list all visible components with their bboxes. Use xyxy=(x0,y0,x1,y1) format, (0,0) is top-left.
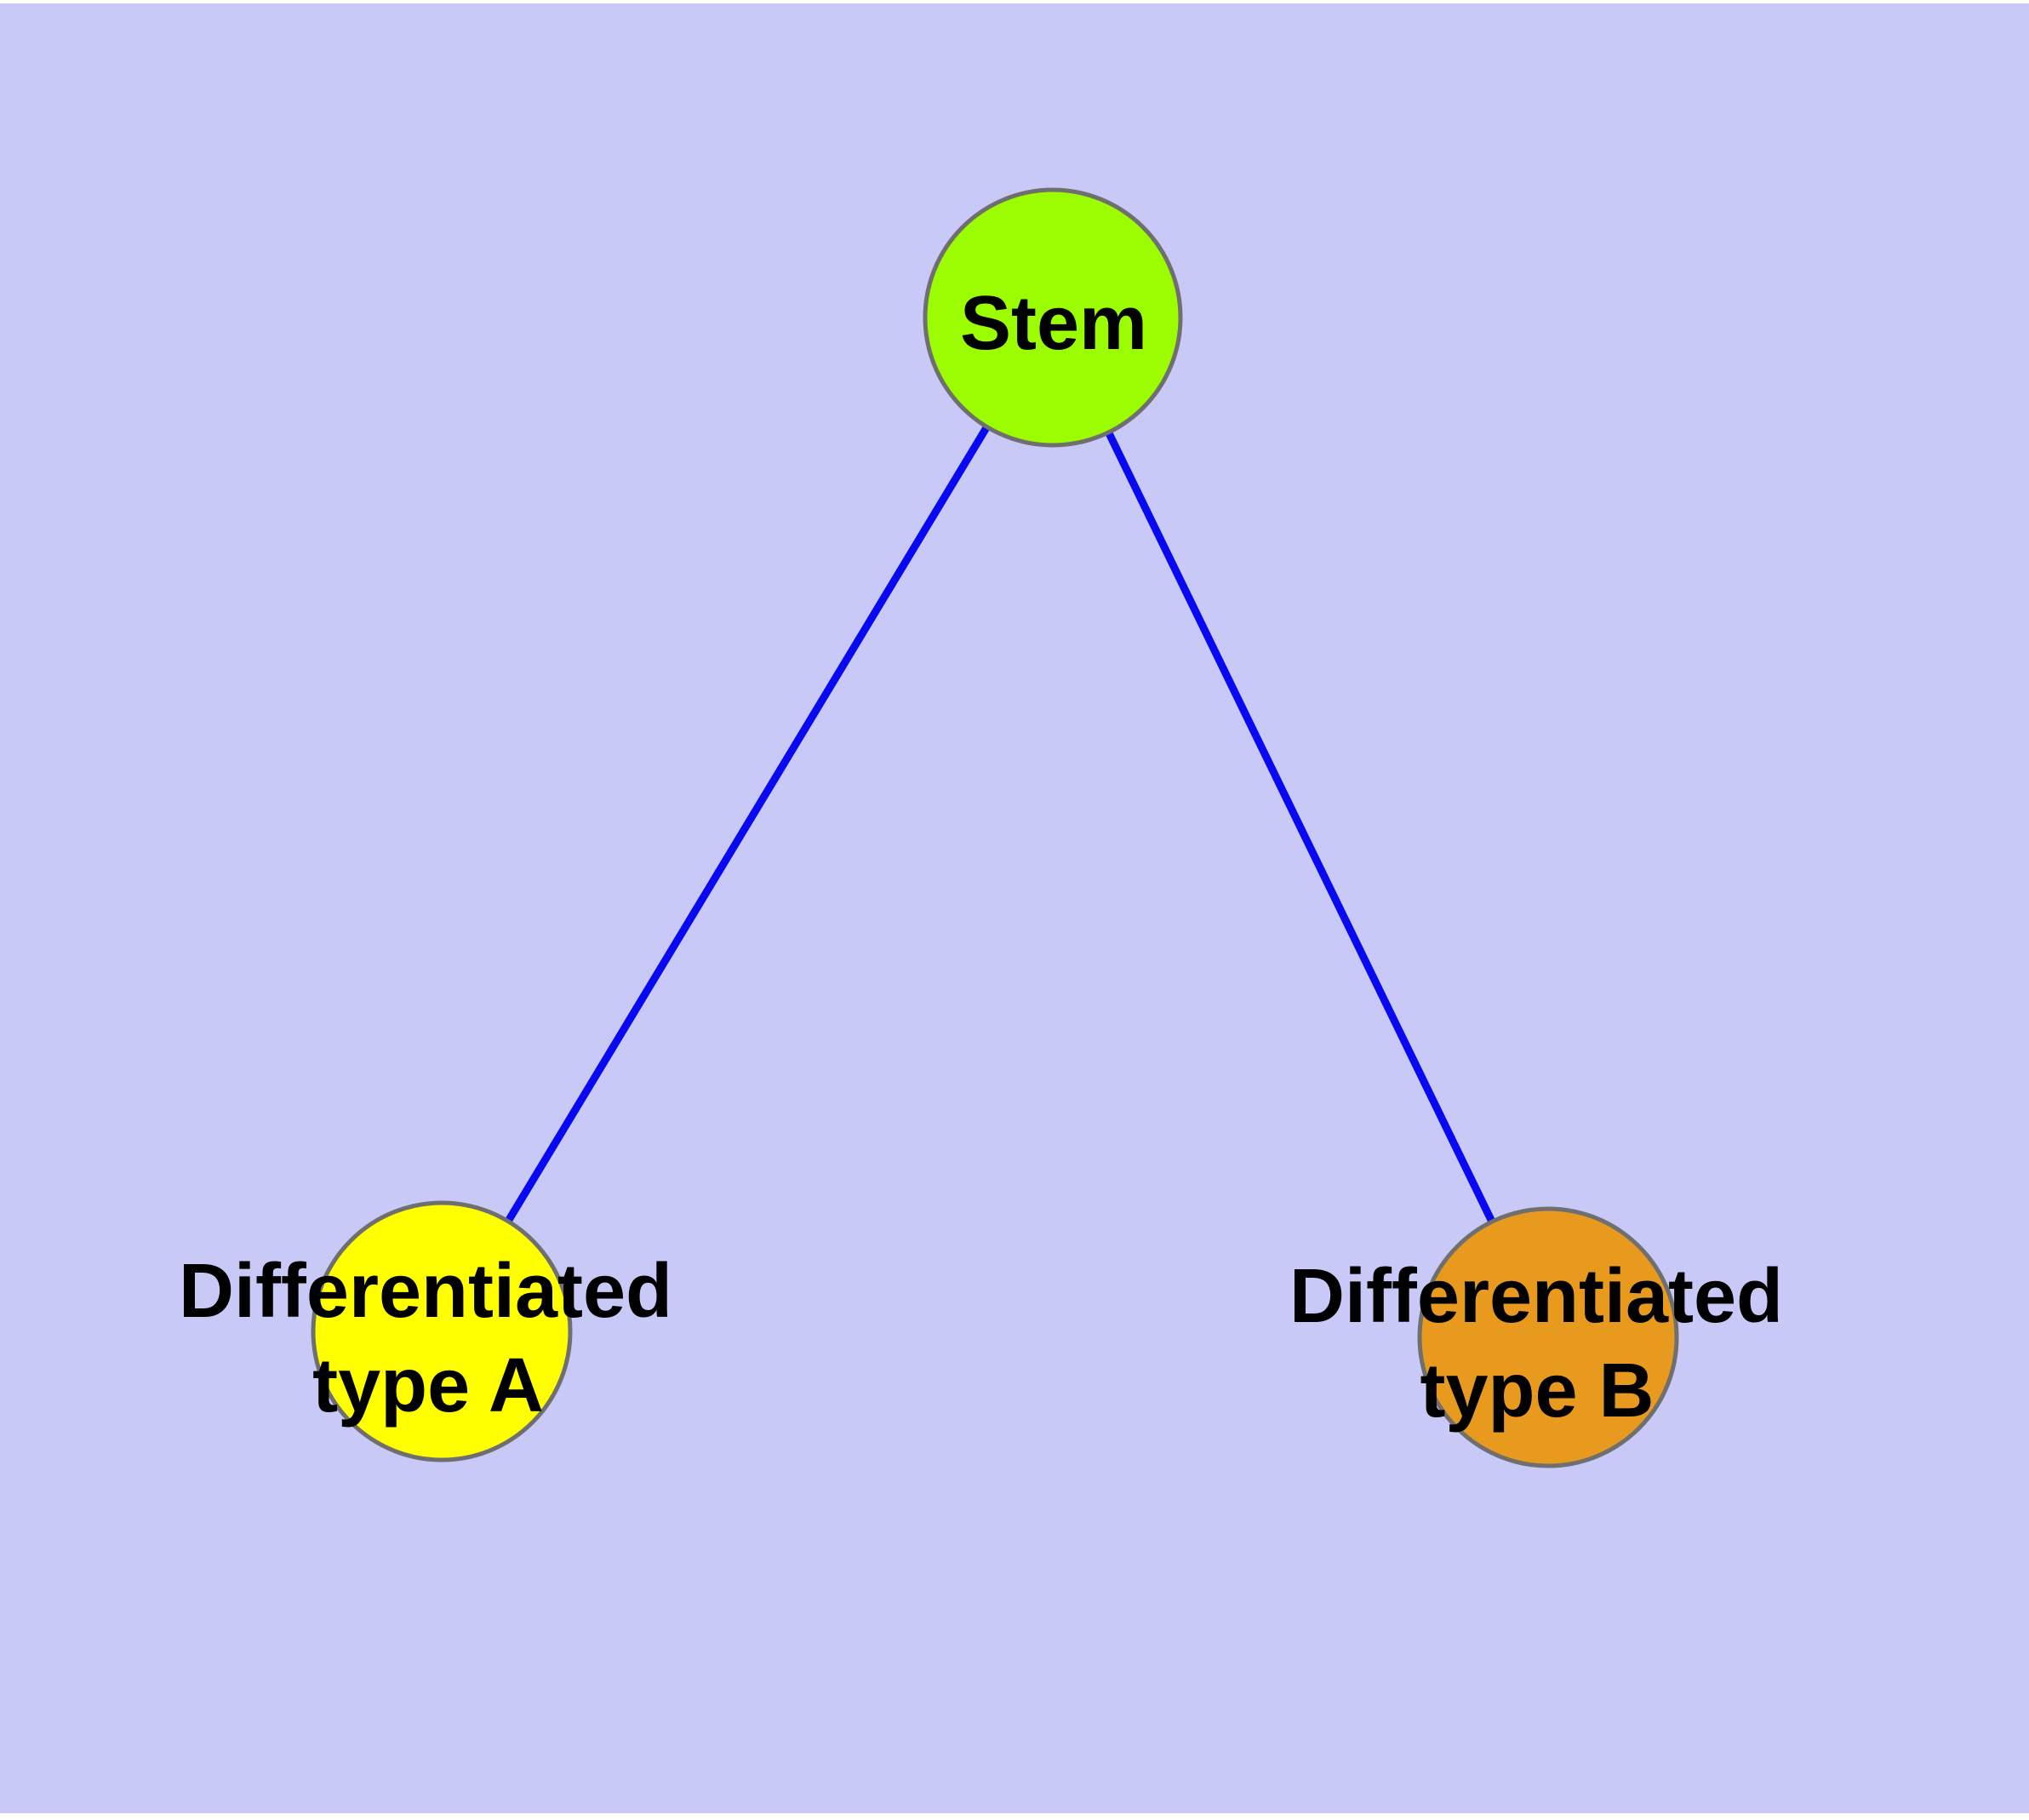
edge-stem-to-type-b xyxy=(1049,316,1552,1339)
node-type-b-label-line1: Differentiated xyxy=(1289,1254,1783,1339)
node-stem-label: Stem xyxy=(960,281,1147,366)
node-stem xyxy=(923,187,1183,448)
node-type-b-label-line2: type B xyxy=(1420,1348,1654,1434)
edge-stem-to-type-a xyxy=(438,315,1056,1334)
node-differentiated-type-b xyxy=(1417,1206,1679,1468)
node-differentiated-type-a xyxy=(311,1200,573,1462)
graph-canvas: Stem Differentiated type A Differentiate… xyxy=(0,3,2029,1813)
node-type-a-label-line2: type A xyxy=(312,1343,544,1428)
node-type-a-label-line1: Differentiated xyxy=(179,1249,672,1334)
graph-diagram: Stem Differentiated type A Differentiate… xyxy=(0,3,2029,1813)
